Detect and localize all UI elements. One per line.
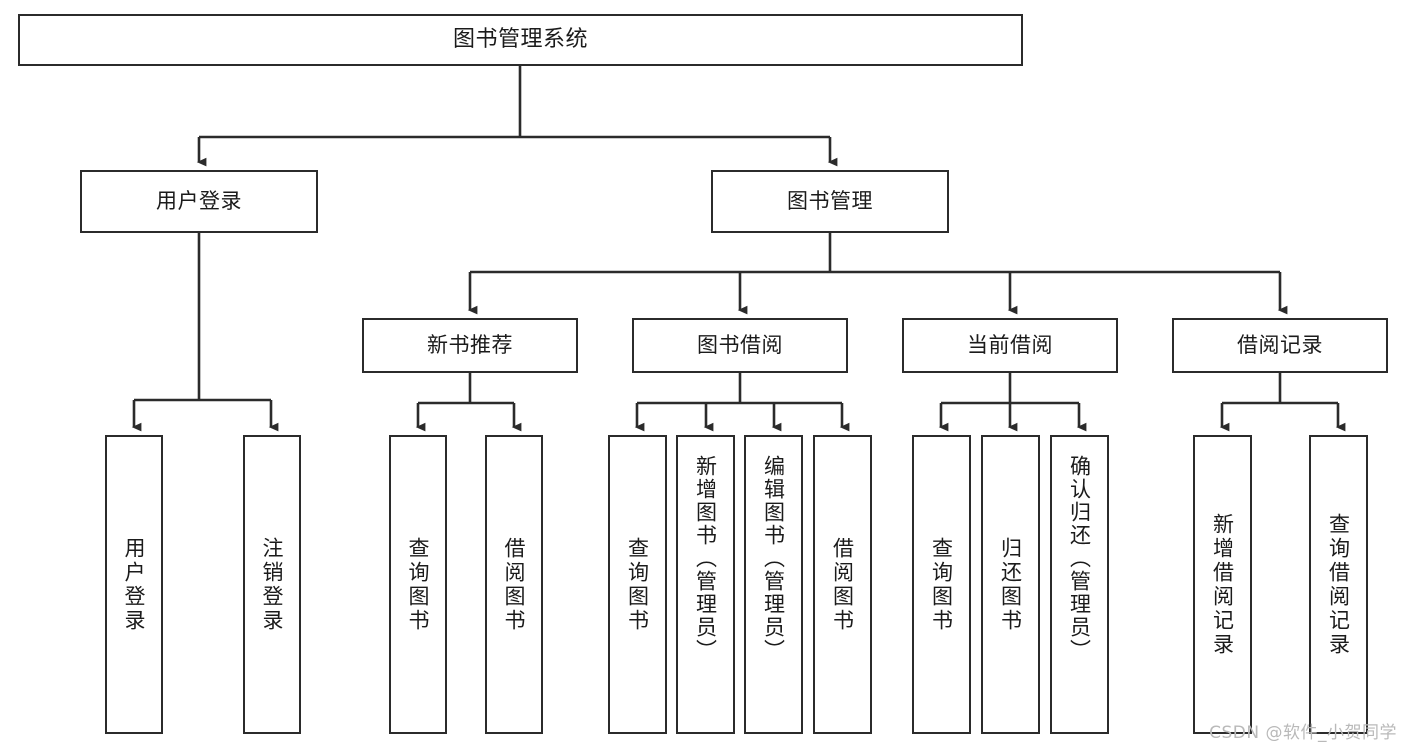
node-label: 查询借阅记录 xyxy=(1326,512,1351,657)
leaf-user-login-logout[interactable]: 注销登录 xyxy=(243,435,301,734)
node-book-management-system[interactable]: 图书管理系统 xyxy=(18,14,1023,66)
node-label: 查询图书 xyxy=(625,536,650,633)
node-label: 查询图书 xyxy=(929,536,954,633)
node-borrow-record[interactable]: 借阅记录 xyxy=(1172,318,1388,373)
leaf-borrow-record-query[interactable]: 查询借阅记录 xyxy=(1309,435,1368,734)
node-label: 编辑图书（管理员） xyxy=(761,455,786,662)
node-label: 新增图书（管理员） xyxy=(693,455,718,662)
node-current-borrow[interactable]: 当前借阅 xyxy=(902,318,1118,373)
node-label: 当前借阅 xyxy=(967,333,1053,358)
leaf-borrow-record-add[interactable]: 新增借阅记录 xyxy=(1193,435,1252,734)
node-label: 借阅记录 xyxy=(1237,333,1323,358)
node-book-management[interactable]: 图书管理 xyxy=(711,170,949,233)
leaf-current-borrow-return[interactable]: 归还图书 xyxy=(981,435,1040,734)
node-label: 注销登录 xyxy=(260,536,285,633)
node-label: 确认归还（管理员） xyxy=(1067,455,1092,662)
leaf-book-borrow-add[interactable]: 新增图书（管理员） xyxy=(676,435,735,734)
node-label: 归还图书 xyxy=(998,536,1023,633)
node-user-login[interactable]: 用户登录 xyxy=(80,170,318,233)
node-label: 图书管理 xyxy=(787,189,873,214)
node-label: 新书推荐 xyxy=(427,333,513,358)
node-label: 用户登录 xyxy=(122,536,147,633)
node-label: 借阅图书 xyxy=(830,536,855,633)
node-new-book-recommend[interactable]: 新书推荐 xyxy=(362,318,578,373)
leaf-current-borrow-query[interactable]: 查询图书 xyxy=(912,435,971,734)
leaf-new-book-borrow[interactable]: 借阅图书 xyxy=(485,435,543,734)
csdn-watermark: CSDN @软件_小贺同学 xyxy=(1209,723,1397,743)
node-label: 用户登录 xyxy=(156,189,242,214)
leaf-current-borrow-confirm-return[interactable]: 确认归还（管理员） xyxy=(1050,435,1109,734)
leaf-book-borrow-query[interactable]: 查询图书 xyxy=(608,435,667,734)
node-label: 图书借阅 xyxy=(697,333,783,358)
node-book-borrow[interactable]: 图书借阅 xyxy=(632,318,848,373)
node-label: 查询图书 xyxy=(406,536,431,633)
leaf-user-login-login[interactable]: 用户登录 xyxy=(105,435,163,734)
leaf-book-borrow-lend[interactable]: 借阅图书 xyxy=(813,435,872,734)
leaf-book-borrow-edit[interactable]: 编辑图书（管理员） xyxy=(744,435,803,734)
node-label: 新增借阅记录 xyxy=(1210,512,1235,657)
leaf-new-book-query[interactable]: 查询图书 xyxy=(389,435,447,734)
node-label: 图书管理系统 xyxy=(452,27,588,53)
node-label: 借阅图书 xyxy=(502,536,527,633)
